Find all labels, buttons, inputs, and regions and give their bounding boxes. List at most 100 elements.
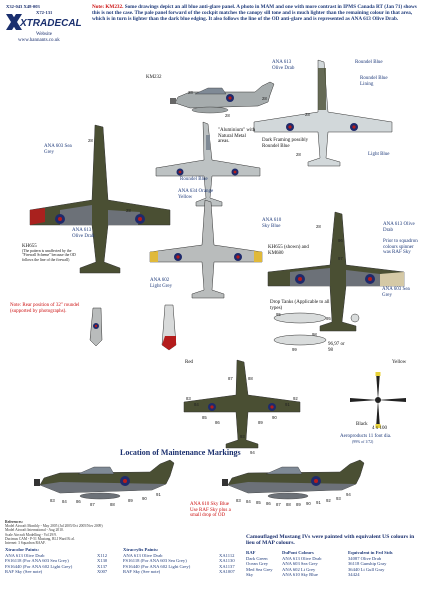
right-top-plan xyxy=(253,59,393,167)
stencil-number: 84 xyxy=(246,499,251,504)
stencil-number: 28 xyxy=(126,208,131,213)
camo-table: RAF DuPont Colours Equivalent in Fed Std… xyxy=(246,550,422,578)
camo-header-row: RAF DuPont Colours Equivalent in Fed Std… xyxy=(246,550,393,555)
maintenance-title: Location of Maintenance Markings xyxy=(120,448,241,457)
ana613-left-callout: ANA 613 Olive Drab xyxy=(72,228,95,239)
val-9697: 96,97 or 98 xyxy=(328,342,345,353)
stencil-number: 86 xyxy=(266,501,271,506)
paint-row: RAF Sky (See note)X007 xyxy=(5,569,108,575)
stencil-number: 87 xyxy=(276,502,281,507)
drop-tanks-callout: Drop Tanks (Applicable to all types) xyxy=(270,300,330,311)
brand-name: XTRADECAL xyxy=(20,18,82,29)
dark-framing-callout: Dark Framing possibly Roundel Blue xyxy=(262,138,309,149)
website-url[interactable]: www.hannants.co.uk xyxy=(18,38,60,43)
stencil-number: 84 xyxy=(194,402,199,407)
stencil-number: 28 xyxy=(316,224,321,229)
stencil-number: 83 xyxy=(50,498,55,503)
reference-line: Internet: 3 Squadron RAAF. xyxy=(5,541,46,546)
kh655-note-title: KH655 xyxy=(22,244,37,249)
paint-row: FS16118 (For ANA 603 Sea Grey)X130 xyxy=(5,558,108,564)
maintenance-side-right xyxy=(222,459,365,500)
stencil-number: 86 xyxy=(215,420,220,425)
black-callout: Black xyxy=(356,422,368,427)
xtracolor-title: Xtracolor Paints: xyxy=(5,547,39,552)
stencil-number: 95 xyxy=(326,316,331,321)
tail-plan xyxy=(89,307,103,347)
stencil-number: 87 xyxy=(228,376,233,381)
stencil-number: 28 xyxy=(296,152,301,157)
stencil-number: 89 xyxy=(128,498,133,503)
stencil-number: 91 xyxy=(285,402,290,407)
ana603-left-callout: ANA 603 Sea Grey xyxy=(44,144,72,155)
paint-row: FS16440 (For ANA 602 Light Grey)X137 xyxy=(5,563,108,569)
product-codes: X32-043 X48-003 xyxy=(6,4,40,9)
stencil-number: 28 xyxy=(188,90,193,95)
paint-row: FS16118 (For ANA 603 Sea Grey)XA1130 xyxy=(123,558,235,564)
note-text: Some drawings depict an all blue anti-gl… xyxy=(92,4,417,23)
stencil-number: 88 xyxy=(248,376,253,381)
stencil-number: 28 xyxy=(88,138,93,143)
uw-sky-blue-note: ANA 610 Sky Blue Use RAF Sky plus a smal… xyxy=(190,502,231,519)
km232-top-plan xyxy=(155,121,261,207)
stencil-number: 90 xyxy=(142,496,147,501)
stencil-number: 98 xyxy=(312,332,317,337)
stencil-number: 96 xyxy=(338,238,343,243)
stencil-number: 90 xyxy=(306,501,311,506)
stencil-number: 86 xyxy=(76,499,81,504)
paint-row: RAF Sky (See note)XA1007 xyxy=(123,569,235,575)
prop-scale: 4 x 100 xyxy=(372,426,387,431)
xtracrylix-title: Xtracrylix Paints: xyxy=(123,547,159,552)
km232-side-profile xyxy=(170,81,275,114)
stencil-number: 83 xyxy=(186,396,191,401)
ana613-right-callout: ANA 613 Olive Drab xyxy=(383,222,415,233)
paint-row: FS16440 (For ANA 602 Light Grey)XA1137 xyxy=(123,563,235,569)
stencil-number: 28 xyxy=(305,112,310,117)
stencil-number: 28 xyxy=(225,113,230,118)
aeroproducts-scale: (99% of 1/72) xyxy=(352,440,374,444)
roundel-blue-mid-callout: Roundel Blue xyxy=(180,177,208,182)
camo-row: Sky ANA 610 Sky Blue 34424 xyxy=(246,572,360,578)
drop-tanks xyxy=(273,312,360,346)
aluminium-callout: "Aluminium" with Natural Metal areas. xyxy=(218,128,256,145)
reference-line: Scale Aircraft Modelling - Vol 29/9. xyxy=(5,532,57,537)
camo-row: Dark Green ANA 613 Olive Drab 34087 Oliv… xyxy=(246,555,382,561)
stencil-number: 93 xyxy=(240,434,245,439)
kh655-shown-callout: KH655 (shown) and KM680 xyxy=(268,245,309,256)
red-callout: Red xyxy=(185,360,194,365)
stencil-number: 92 xyxy=(293,396,298,401)
stencil-number: 88 xyxy=(286,502,291,507)
camo-title: Camouflaged Mustang IVs were painted wit… xyxy=(246,534,415,547)
light-blue-callout: Light Blue xyxy=(368,152,390,157)
product-code-72: X72-131 xyxy=(36,10,53,15)
ana613-top-callout: ANA 613 Olive Drab xyxy=(272,60,295,71)
stencil-number: 95 xyxy=(276,312,281,317)
stencil-number: 91 xyxy=(316,500,321,505)
note-label: Note: KM232. xyxy=(92,4,124,10)
maintenance-side-left xyxy=(34,459,175,500)
ana634-callout: ANA 634 Orange Yellow xyxy=(178,189,214,200)
center-grey-plan xyxy=(149,199,263,299)
kh655-note: (The pattern is unaffected by the "Firew… xyxy=(22,249,76,262)
stencil-number: 88 xyxy=(110,502,115,507)
ana603-right-callout: ANA 603 Sea Grey xyxy=(382,287,410,298)
stencil-number: 91 xyxy=(156,492,161,497)
km232-note: Note: KM232. Some drawings depict an all… xyxy=(92,4,417,23)
stencil-number: 84 xyxy=(62,499,67,504)
stencil-number: 89 xyxy=(258,420,263,425)
roundel-blue-top-callout: Roundel Blue xyxy=(355,60,383,65)
reference-line: Model Aircraft Monthly - May 2005 (Jul 2… xyxy=(5,524,103,529)
right-camo-plan xyxy=(267,211,405,332)
stencil-number: 93 xyxy=(336,496,341,501)
reference-line: Model Aircraft International - Aug 2010. xyxy=(5,528,64,533)
prior-spinner-callout: Prior to squadron colours spinner was RA… xyxy=(383,239,418,256)
stencil-number: 28 xyxy=(262,96,267,101)
yellow-callout: Yellow xyxy=(392,360,407,365)
stencil-number: 90 xyxy=(272,415,277,420)
stencil-number: 87 xyxy=(90,502,95,507)
roundel-blue-lining-callout: Roundel Blue Lining xyxy=(360,76,388,87)
propeller xyxy=(350,372,406,428)
